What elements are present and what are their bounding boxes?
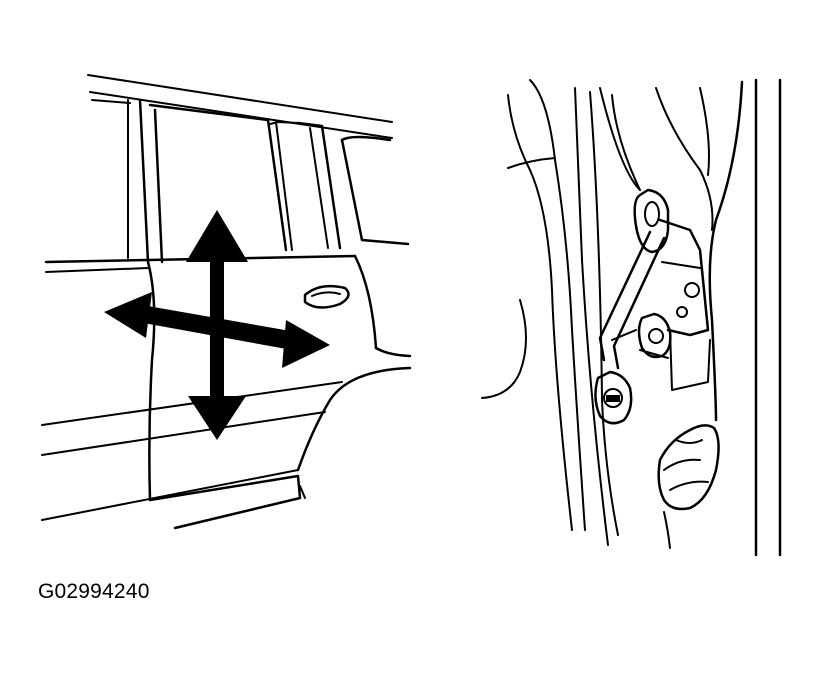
door-striker-view (481, 78, 782, 557)
four-way-arrow-icon (104, 210, 330, 440)
figure-reference-code: G02994240 (38, 580, 150, 603)
rear-door-view (41, 74, 412, 530)
